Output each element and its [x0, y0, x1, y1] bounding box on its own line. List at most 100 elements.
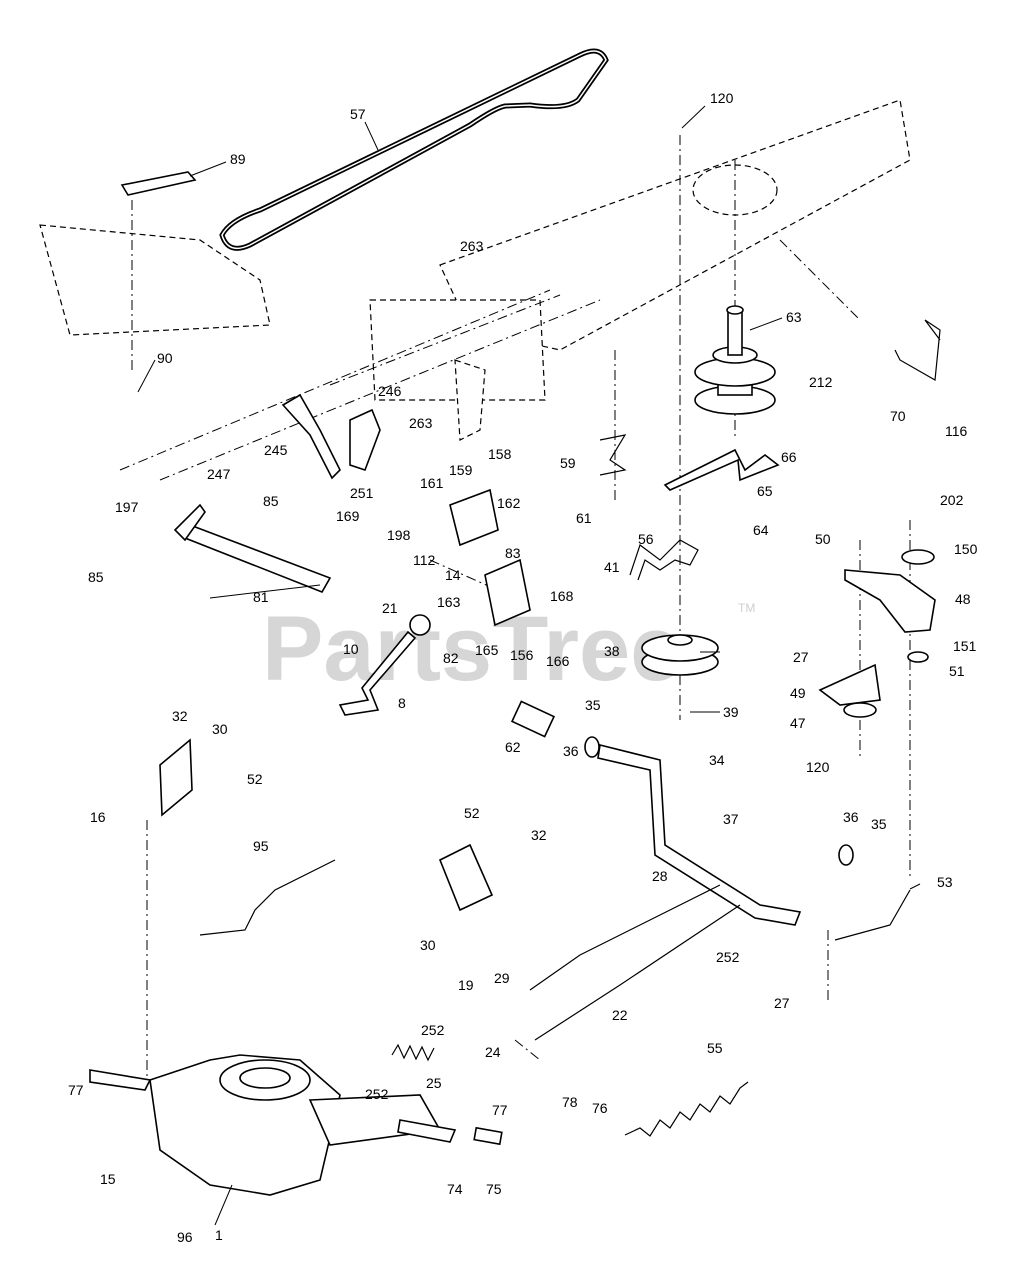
callout-label: 162 [497, 495, 521, 511]
callout-label: 85 [263, 493, 279, 509]
callout-label: 8 [398, 695, 406, 711]
callout-label: 52 [247, 771, 263, 787]
callout-label: 53 [937, 874, 953, 890]
callout-labels: 1 8 10 14 15 16 19 21 22 24 25 27 27 28 … [68, 90, 978, 1245]
callout-label: 112 [413, 552, 436, 568]
callout-label: 50 [815, 531, 831, 547]
callout-label: 161 [420, 475, 444, 491]
lever-8 [338, 630, 417, 716]
callout-label: 159 [449, 462, 473, 478]
callout-label: 24 [485, 1044, 501, 1060]
callout-label: 59 [560, 455, 576, 471]
shaft-81 [183, 523, 332, 593]
callout-label: 252 [421, 1022, 445, 1038]
washer-151 [907, 651, 929, 663]
callout-label: 27 [774, 995, 790, 1011]
callout-label: 245 [264, 442, 288, 458]
callout-label: 77 [492, 1102, 508, 1118]
rod-95 [199, 859, 336, 936]
callout-label: 198 [387, 527, 411, 543]
bracket-49 [818, 663, 881, 706]
callout-label: 1 [215, 1227, 223, 1243]
callout-label: 19 [458, 977, 474, 993]
idler-150 [901, 549, 935, 565]
callout-label: 120 [710, 90, 734, 106]
callout-label: 120 [806, 759, 830, 775]
spring-66 [663, 448, 780, 491]
bracket-158 [449, 488, 499, 547]
spring-55 [624, 1081, 749, 1137]
callout-label: 212 [809, 374, 833, 390]
callout-label: 28 [652, 868, 668, 884]
callout-label: 10 [343, 641, 359, 657]
spring-70 [894, 319, 941, 381]
callout-label: 30 [420, 937, 436, 953]
callout-label: 70 [890, 408, 906, 424]
callout-label: 25 [426, 1075, 442, 1091]
callout-label: 64 [753, 522, 769, 538]
washer-36-lower [838, 844, 854, 866]
callout-label: 38 [604, 643, 620, 659]
callout-label: 202 [940, 492, 964, 508]
callout-label: 263 [460, 238, 484, 254]
callout-label: 66 [781, 449, 797, 465]
callout-label: 76 [592, 1100, 608, 1116]
callout-label: 21 [382, 600, 398, 616]
rod-53 [834, 889, 911, 941]
callout-label: 197 [115, 499, 139, 515]
callout-label: 74 [447, 1181, 463, 1197]
pulley-63 [694, 305, 776, 415]
lever-247 [173, 503, 206, 542]
callout-label: 32 [531, 827, 547, 843]
callout-label: 89 [230, 151, 246, 167]
callout-label: 36 [563, 743, 579, 759]
callout-label: 78 [562, 1094, 578, 1110]
part-89-shield [120, 171, 197, 196]
callout-label: 41 [604, 559, 620, 575]
callout-leaders [137, 105, 921, 1226]
callout-label: 251 [350, 485, 374, 501]
callout-label: 169 [336, 508, 360, 524]
callout-label: 165 [475, 642, 499, 658]
pulley-38 [641, 634, 719, 676]
callout-label: 81 [253, 589, 269, 605]
callout-label: 96 [177, 1229, 193, 1245]
callout-label: 252 [716, 949, 740, 965]
bracket-48 [844, 569, 936, 633]
callout-label: 85 [88, 569, 104, 585]
bracket-165 [484, 558, 531, 627]
rod-41 [629, 539, 699, 581]
lever-245 [281, 393, 341, 480]
callout-label: 83 [505, 545, 521, 561]
callout-label: 63 [786, 309, 802, 325]
callout-label: 47 [790, 715, 806, 731]
pin-74 [473, 1126, 503, 1146]
callout-label: 32 [172, 708, 188, 724]
callout-label: 158 [488, 446, 512, 462]
callout-label: 166 [546, 653, 570, 669]
shaft-34 [597, 744, 802, 926]
callout-label: 246 [378, 383, 402, 399]
rod-22 [534, 904, 741, 1041]
callout-label: 56 [638, 531, 654, 547]
callout-label: 82 [443, 650, 459, 666]
callout-label: 35 [871, 816, 887, 832]
bracket-30-left [159, 738, 193, 817]
callout-label: 77 [68, 1082, 84, 1098]
idler-47 [843, 702, 877, 718]
callout-label: 16 [90, 809, 106, 825]
callout-label: 39 [723, 704, 739, 720]
callout-label: 34 [709, 752, 725, 768]
callout-label: 35 [585, 697, 601, 713]
transaxle-1 [89, 1054, 457, 1196]
callout-label: 247 [207, 466, 231, 482]
callout-label: 14 [445, 567, 461, 583]
callout-label: 37 [723, 811, 739, 827]
callout-label: 57 [350, 106, 366, 122]
callout-label: 36 [843, 809, 859, 825]
clip-59 [599, 434, 627, 476]
callout-label: 151 [953, 638, 977, 654]
ball-21 [409, 614, 431, 636]
spring-25 [391, 1043, 435, 1062]
